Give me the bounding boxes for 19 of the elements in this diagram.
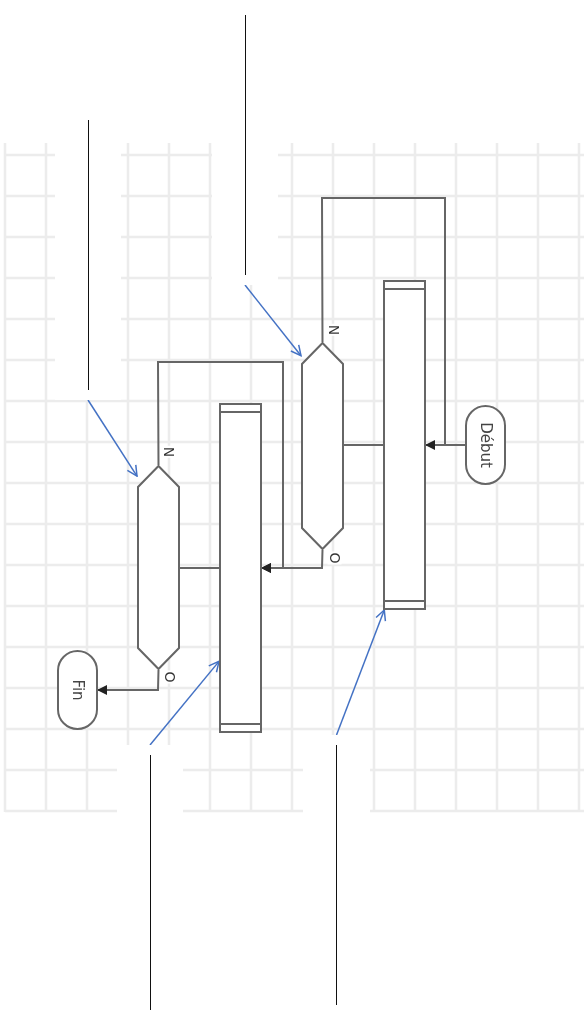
terminal-shape [57,650,98,730]
leader-line [87,399,138,477]
edge-label: N [327,323,342,337]
terminal-shape [465,405,506,485]
edge-label: N [162,445,177,459]
leader-line [149,660,220,746]
connector-arrow [321,197,446,450]
leader-line [244,284,302,357]
edge-label: O [162,670,177,684]
leader-line [335,609,387,736]
process-box [383,280,426,610]
terminal-label: Début [476,422,495,468]
decision-shape [301,342,344,550]
terminal-label: Fin [68,679,87,701]
edge-label: O [327,551,342,565]
process-box [219,403,262,733]
decision-shape [137,465,180,670]
connector-arrow [157,361,284,573]
connector-arrow [97,669,160,695]
